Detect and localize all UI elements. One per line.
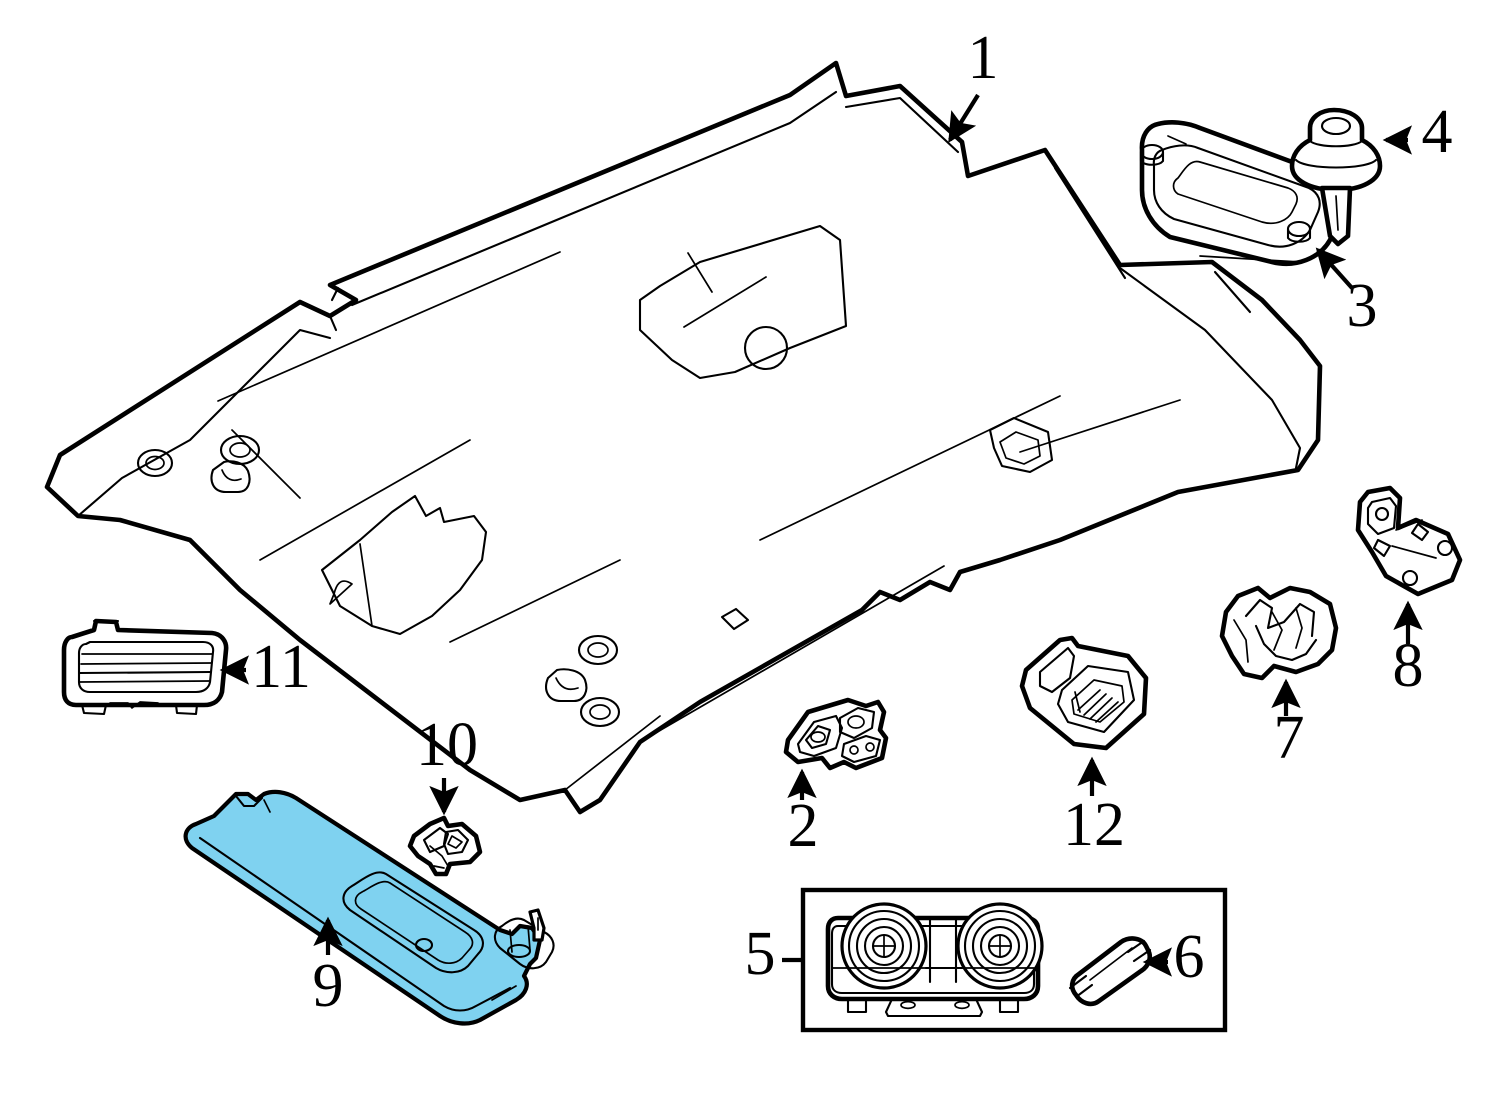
callout-number-11: 11: [251, 633, 311, 701]
part-dome-lamp-assembly[interactable]: [825, 902, 1044, 1018]
callout-number-3: 3: [1347, 272, 1378, 340]
part-wire-harness-clip[interactable]: [1219, 585, 1339, 681]
part-switch-bezel-bracket[interactable]: [783, 697, 889, 771]
part-visor-retainer-clip[interactable]: [407, 815, 483, 877]
callout-number-8: 8: [1393, 632, 1424, 700]
part-mounting-bracket[interactable]: [1355, 485, 1463, 597]
part-sun-visor[interactable]: [183, 789, 555, 1026]
callout-number-2: 2: [788, 792, 819, 860]
part-grab-handle-assist[interactable]: [1139, 120, 1347, 267]
callout-3-leader: [1315, 247, 1354, 290]
callout-number-4: 4: [1422, 98, 1453, 166]
part-push-pin-retainer-clip[interactable]: [1289, 107, 1383, 247]
part-roof-vent-grille[interactable]: [61, 618, 229, 716]
callout-number-6: 6: [1174, 923, 1205, 991]
callout-number-10: 10: [416, 711, 478, 779]
callout-number-5: 5: [745, 920, 776, 988]
callout-number-1: 1: [968, 24, 999, 92]
part-trim-retainer-clip[interactable]: [1019, 635, 1149, 751]
callout-1-leader: [948, 93, 980, 143]
callout-number-12: 12: [1063, 791, 1125, 859]
callout-number-7: 7: [1274, 704, 1305, 772]
callout-number-9: 9: [313, 952, 344, 1020]
part-headliner-panel[interactable]: [44, 60, 1323, 815]
